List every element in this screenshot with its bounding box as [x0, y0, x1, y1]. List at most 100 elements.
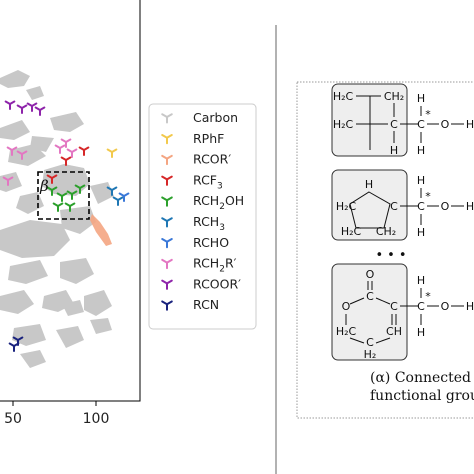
legend-item-rcf3: RCF3	[161, 172, 223, 191]
chiral-star: *	[425, 108, 431, 121]
carbon-blob	[0, 70, 30, 88]
legend-item-rphf: RPhF	[161, 131, 224, 146]
atom-c: C	[366, 336, 374, 349]
zoom-box-beta	[37, 171, 90, 220]
atom-o: O	[441, 300, 450, 313]
rch2oh-marker	[52, 202, 64, 212]
legend-swatch-icon	[161, 154, 173, 166]
ellipsis: •••	[375, 248, 410, 263]
carbon-blob	[16, 192, 44, 214]
carbon-blob	[8, 260, 48, 284]
atom-o: O	[441, 118, 450, 131]
structure-box-2-bg	[331, 169, 408, 241]
legend-label: RCOR′	[193, 152, 231, 167]
legend-item-rcor: RCOR′	[161, 152, 231, 167]
rcoor-marker	[4, 100, 16, 110]
atom-c: C	[417, 118, 425, 131]
atom-h2c: H₂C	[333, 90, 354, 103]
rch2oh-marker	[66, 190, 78, 200]
rch2r-marker	[16, 150, 28, 160]
legend-swatch-icon	[161, 279, 173, 290]
carbon-blob	[84, 290, 112, 316]
structure-box-1: H₂C CH₂ H₂C C H	[331, 83, 418, 157]
rch2oh-marker	[74, 184, 86, 194]
bond	[349, 337, 365, 344]
plot-frame	[0, 0, 141, 402]
rcf3-marker	[46, 174, 58, 184]
atom-c: C	[390, 118, 398, 131]
legend-label: RCN	[193, 297, 219, 312]
atom-ch2: CH₂	[384, 90, 404, 103]
rcor-marker-cluster	[90, 214, 112, 246]
carbon-blob	[12, 324, 46, 346]
caption-line-2: functional group	[370, 388, 474, 404]
bond	[349, 297, 365, 305]
rch3-marker	[106, 186, 118, 196]
legend-swatch-icon	[161, 217, 173, 228]
rcho-marker	[118, 192, 130, 202]
rch2r-marker	[6, 146, 18, 156]
carbon-blob	[50, 112, 84, 132]
atom-h: H	[417, 92, 425, 105]
carbon-blob	[0, 220, 70, 258]
atom-h2c: H₂C	[333, 118, 354, 131]
legend-swatch-icon	[161, 238, 173, 249]
legend-label: RPhF	[193, 131, 224, 146]
legend-swatch-icon	[161, 113, 173, 124]
legend-label: RCOOR′	[193, 276, 241, 291]
structures-frame	[296, 81, 474, 419]
atom-h: H	[466, 200, 474, 213]
legend-item-carbon: Carbon	[161, 110, 238, 125]
chiral-star: *	[425, 190, 431, 203]
cyclopentane-ring	[349, 191, 391, 229]
atom-h2c: H₂C	[336, 325, 357, 338]
atom-h: H	[365, 178, 373, 191]
rch3-marker	[112, 196, 124, 206]
rcoor-marker	[34, 106, 46, 116]
legend-label: RCF3	[193, 172, 223, 191]
atom-c: C	[417, 300, 425, 313]
bond	[375, 297, 391, 305]
atom-c: C	[366, 290, 374, 303]
carbon-blob	[0, 172, 22, 192]
carbon-blob	[90, 318, 112, 334]
atom-h: H	[466, 118, 474, 131]
legend-item-rcoor: RCOOR′	[161, 276, 241, 291]
legend: CarbonRPhFRCOR′RCF3RCH2OHRCH3RCHORCH2R′R…	[148, 103, 257, 330]
structure-box-3-bg	[331, 263, 408, 361]
legend-item-rch3: RCH3	[161, 214, 225, 233]
rphf-marker	[106, 148, 118, 158]
atom-h: H	[390, 144, 398, 157]
legend-swatch-icon	[161, 258, 173, 270]
rch2r-marker	[54, 144, 66, 154]
legend-swatch-icon	[161, 196, 173, 207]
rch2oh-marker	[64, 202, 76, 212]
carbon-blob	[60, 258, 94, 284]
atom-h: H	[417, 274, 425, 287]
atom-h: H	[417, 174, 425, 187]
legend-label: RCH3	[193, 214, 225, 233]
carbon-blob	[42, 164, 90, 196]
legend-swatch-icon	[161, 300, 173, 311]
carbon-blob	[62, 300, 84, 316]
carbon-blob	[90, 182, 114, 204]
atom-h: H	[417, 144, 425, 157]
rcf3-marker	[60, 156, 72, 166]
functional-group-markers	[2, 100, 130, 352]
rch2r-marker	[66, 148, 78, 158]
legend-label: Carbon	[193, 110, 238, 125]
x-tick-label-100: 100	[83, 411, 110, 427]
legend-item-rch2oh: RCH2OH	[161, 193, 244, 212]
atom-h: H	[466, 300, 474, 313]
legend-frame	[148, 103, 257, 330]
atom-h: H	[417, 326, 425, 339]
rch2r-marker	[2, 176, 14, 186]
bond	[375, 337, 391, 344]
atom-c: C	[390, 200, 398, 213]
rcoor-marker	[16, 104, 28, 114]
carbon-blob	[0, 290, 34, 314]
